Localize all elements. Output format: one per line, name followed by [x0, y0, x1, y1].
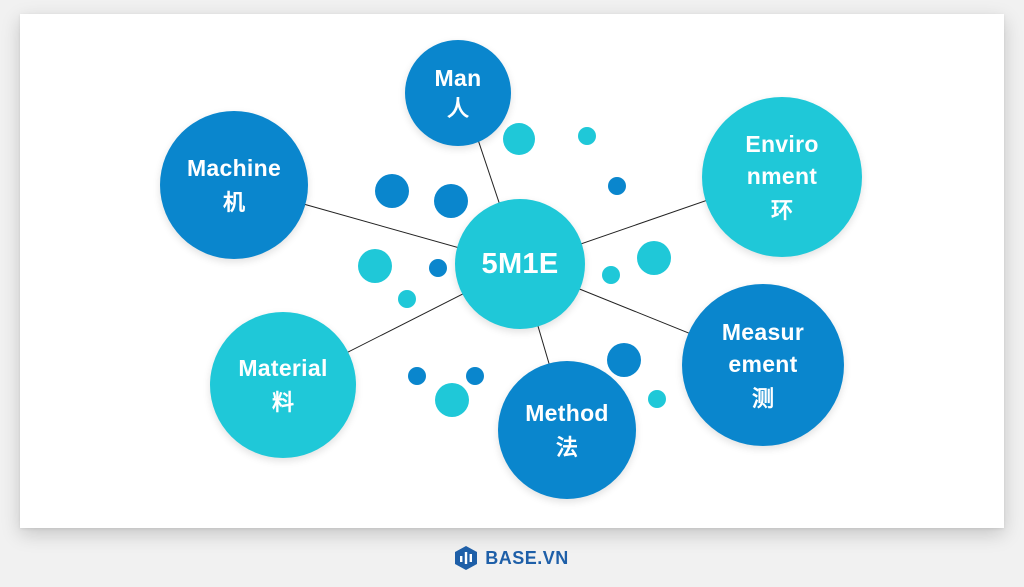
decorative-dot — [602, 266, 620, 284]
node-method-label: Method — [525, 399, 609, 426]
node-measurement-label-zh: 测 — [751, 386, 774, 411]
decorative-dot — [398, 290, 416, 308]
decorative-dot — [466, 367, 484, 385]
footer-brand: BASE.VN — [0, 544, 1024, 572]
decorative-dot — [429, 259, 447, 277]
node-material-label-zh: 料 — [271, 389, 294, 415]
node-measurement-label-line2: ement — [728, 351, 798, 378]
brand-name: BASE.VN — [485, 547, 569, 568]
decorative-dot — [578, 127, 596, 145]
node-environment-label-line1: Enviro — [745, 130, 819, 157]
node-man-label: Man — [434, 64, 482, 91]
decorative-dot — [648, 390, 666, 408]
node-material-label: Material — [238, 354, 328, 381]
node-measurement-label-line1: Measur — [721, 318, 805, 345]
node-environment-label-zh: 环 — [770, 198, 793, 223]
decorative-dot — [434, 184, 468, 218]
decorative-dot — [375, 174, 409, 208]
node-environment: Enviro nment 环 — [702, 97, 862, 257]
node-environment-label-line2: nment — [746, 163, 818, 190]
decorative-dot — [608, 177, 626, 195]
node-man: Man 人 — [405, 40, 511, 146]
decorative-dot — [408, 367, 426, 385]
decorative-dot — [637, 241, 671, 275]
node-material: Material 料 — [210, 312, 356, 458]
node-measurement: Measur ement 测 — [682, 284, 844, 446]
node-hub-5m1e: 5M1E — [455, 199, 585, 329]
node-machine: Machine 机 — [160, 111, 308, 259]
decorative-dot — [435, 383, 469, 417]
node-man-label-zh: 人 — [446, 95, 469, 121]
node-method-label-zh: 法 — [555, 434, 578, 460]
decorative-dot — [503, 123, 535, 155]
node-machine-label: Machine — [186, 154, 282, 181]
hub-label: 5M1E — [481, 247, 559, 280]
decorative-dot — [607, 343, 641, 377]
node-machine-label-zh: 机 — [222, 189, 245, 215]
node-method: Method 法 — [498, 361, 636, 499]
decorative-dot — [358, 249, 392, 283]
base-logo-icon — [455, 546, 478, 570]
